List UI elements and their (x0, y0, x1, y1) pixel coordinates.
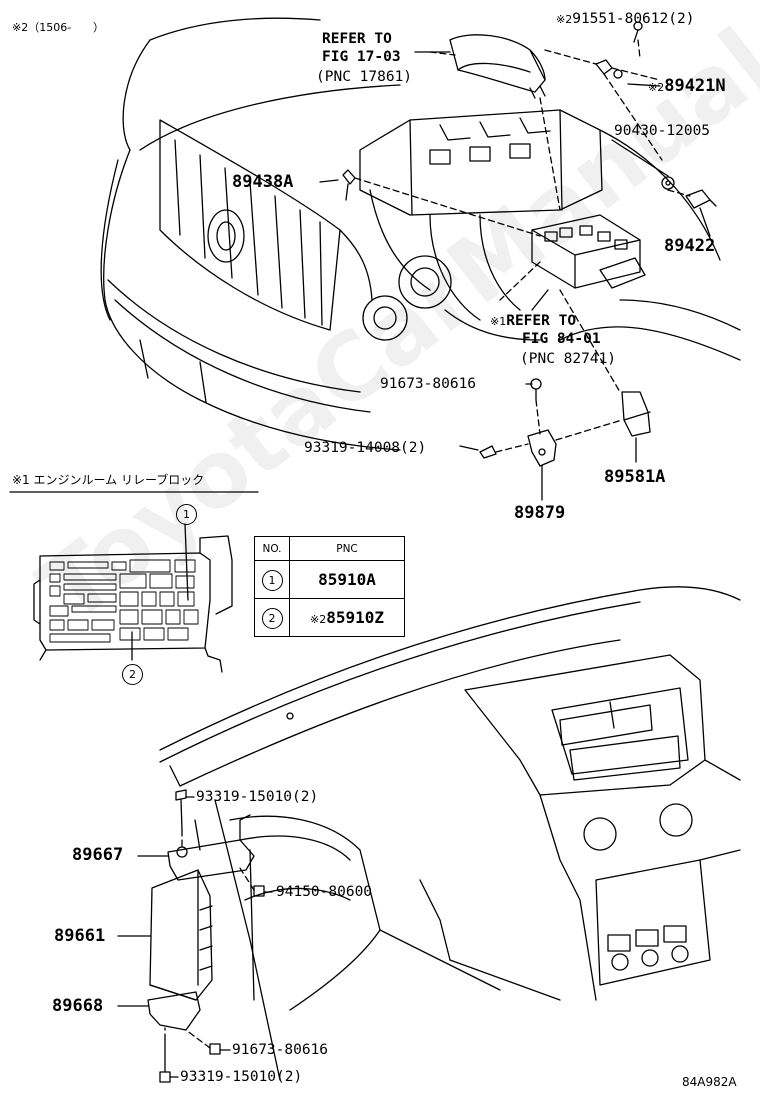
pnc-header-no: NO. (254, 536, 290, 561)
pnc-row-no: 1 (254, 560, 290, 599)
variant-note: ※2（1506- ） (12, 21, 105, 34)
figure-id: 84A982A (682, 1075, 737, 1089)
refer-mid-text: REFER TO (506, 313, 577, 329)
pnc-header-pnc: PNC (289, 536, 405, 561)
refer-mid-line1: ※1REFER TO (490, 314, 576, 329)
callout-93319-15010-bottom[interactable]: 93319-15010(2) (180, 1069, 303, 1085)
refer-mid-line3: (PNC 82741) (520, 351, 617, 367)
refer-top-line1: REFER TO (322, 31, 392, 47)
callout-90430-12005[interactable]: 90430-12005 (614, 123, 711, 139)
pnc-row-no-circle: 1 (261, 569, 283, 591)
callout-89581A[interactable]: 89581A (604, 467, 666, 487)
refer-mid-mark: ※1 (490, 315, 507, 328)
callout-89667[interactable]: 89667 (72, 845, 124, 865)
pnc-table: NO. PNC 1 85910A 2 ※285910Z (254, 536, 405, 637)
pnc-row-mark: ※2 (309, 613, 327, 626)
callout-93319-14008[interactable]: 93319-14008(2) (304, 440, 427, 456)
callout-89438A[interactable]: 89438A (232, 172, 294, 192)
refer-top-line2: FIG 17-03 (322, 49, 401, 65)
callout-89661[interactable]: 89661 (54, 926, 106, 946)
relay-block-title: ※1 エンジンルーム リレーブロック (12, 473, 205, 487)
relay-marker-1[interactable]: 1 (176, 504, 197, 525)
callout-91673-80616-bottom[interactable]: 91673-80616 (232, 1042, 329, 1058)
callout-mark: ※2 (648, 81, 665, 94)
dashboard-drawing (117, 586, 741, 1083)
vehicle-front-drawing (100, 17, 741, 501)
callout-91551-80612[interactable]: ※291551-80612(2) (556, 12, 694, 27)
relay-block-drawing (9, 491, 259, 673)
table-row[interactable]: 2 ※285910Z (254, 598, 405, 637)
callout-text: 91551-80612(2) (572, 11, 695, 27)
pnc-row-no-circle: 2 (261, 607, 283, 629)
callout-89422[interactable]: 89422 (664, 236, 716, 256)
callout-text: 89421N (664, 76, 726, 96)
callout-89421N[interactable]: ※289421N (648, 78, 726, 95)
callout-93319-15010-top[interactable]: 93319-15010(2) (196, 789, 319, 805)
table-row[interactable]: 1 85910A (254, 560, 405, 599)
pnc-row-value[interactable]: ※285910Z (289, 598, 405, 637)
pnc-row-code: 85910A (318, 570, 376, 589)
relay-marker-2[interactable]: 2 (122, 664, 143, 685)
callout-94150-80600[interactable]: 94150-80600 (276, 884, 373, 900)
pnc-table-header: NO. PNC (254, 536, 405, 561)
pnc-row-value[interactable]: 85910A (289, 560, 405, 599)
callout-89879[interactable]: 89879 (514, 503, 566, 523)
callout-91673-80616-top[interactable]: 91673-80616 (380, 376, 477, 392)
refer-top-line3: (PNC 17861) (316, 69, 413, 85)
callout-mark: ※2 (556, 13, 573, 26)
refer-mid-line2: FIG 84-01 (522, 331, 601, 347)
pnc-row-no: 2 (254, 598, 290, 637)
callout-89668[interactable]: 89668 (52, 996, 104, 1016)
pnc-row-code: 85910Z (326, 608, 384, 627)
